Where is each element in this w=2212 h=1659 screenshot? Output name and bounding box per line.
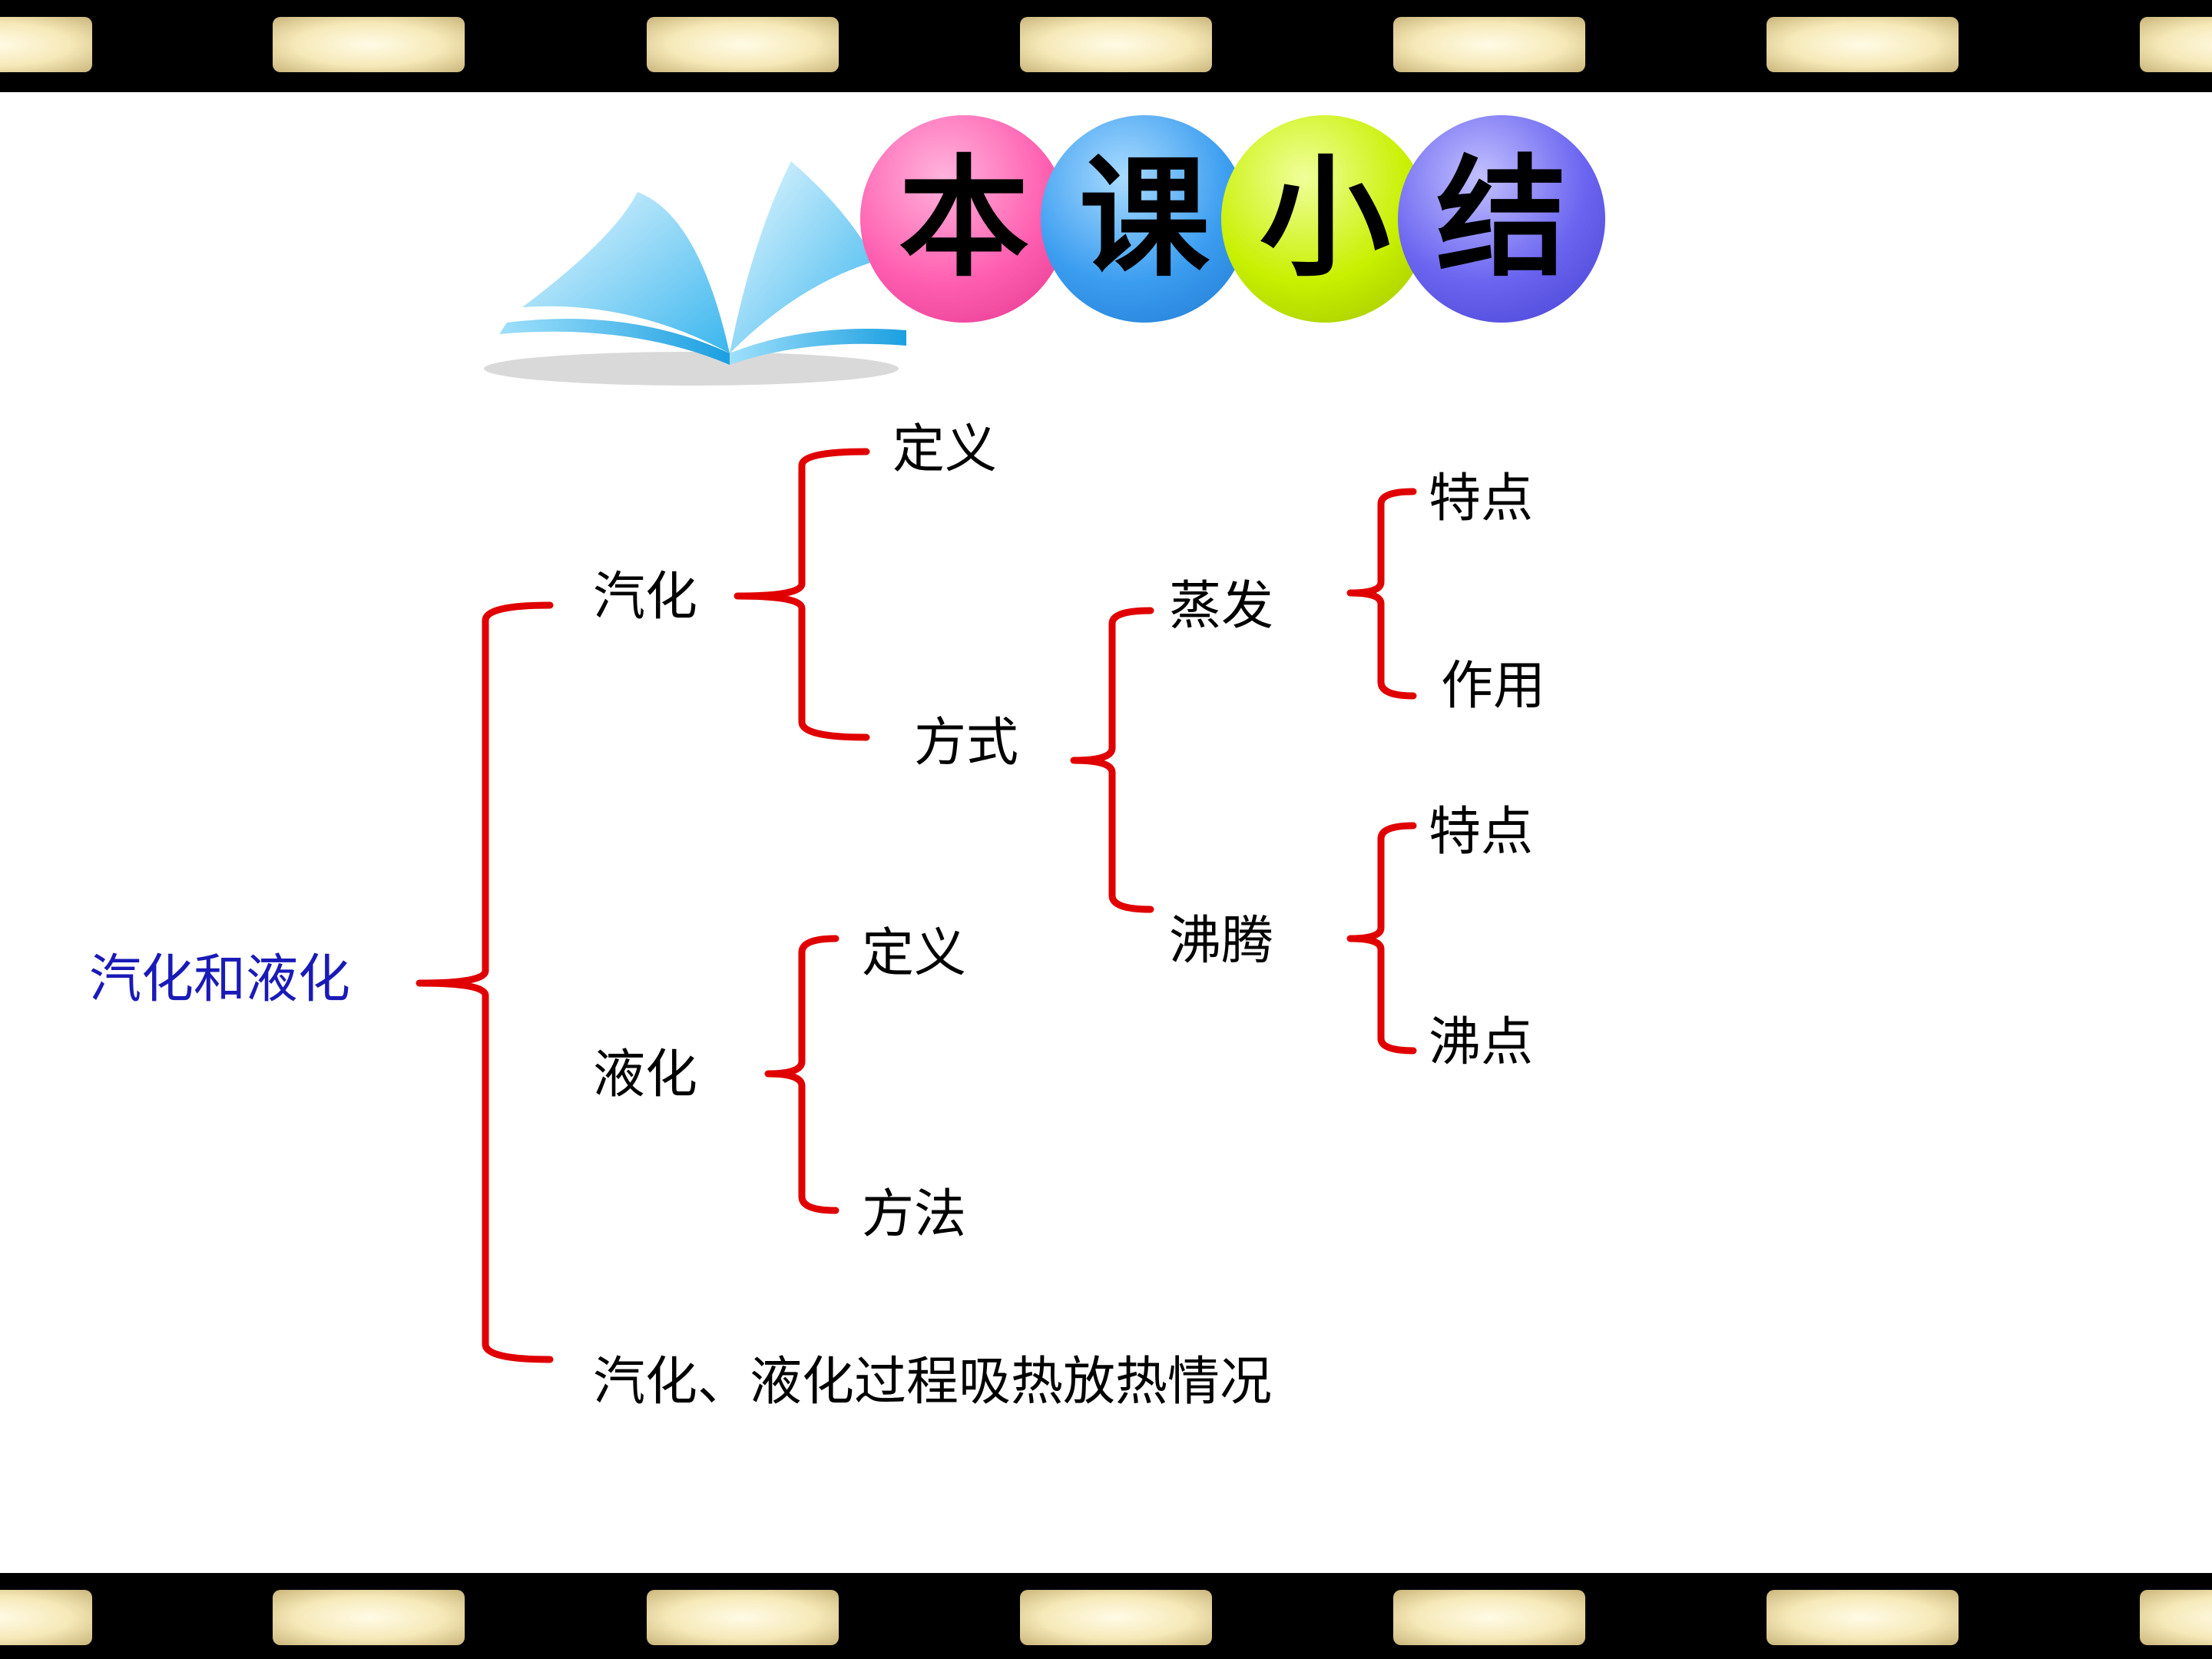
liquefaction-definition-label: 定义 — [862, 923, 967, 984]
film-hole — [1393, 1590, 1585, 1645]
evaporation-effect-label: 作用 — [1441, 656, 1546, 717]
liquefaction-methods-label: 方法 — [862, 1184, 967, 1245]
brace-root — [416, 601, 554, 1363]
vaporization-definition-label: 定义 — [892, 419, 998, 480]
title-ball-2: 课 — [1041, 115, 1248, 323]
film-hole — [1020, 17, 1212, 72]
film-hole — [0, 1590, 92, 1645]
boiling-point-label: 沸点 — [1429, 1012, 1534, 1073]
vaporization-methods-label: 方式 — [914, 713, 1019, 773]
title-banner: 本 课 小 结 — [476, 100, 1613, 386]
open-book-icon — [484, 161, 906, 386]
liquefaction-label: 液化 — [593, 1045, 698, 1105]
film-hole — [1020, 1590, 1212, 1645]
film-hole — [2140, 17, 2212, 72]
film-hole — [1393, 17, 1585, 72]
film-strip-top — [0, 0, 2212, 92]
film-strip-bottom — [0, 1573, 2212, 1659]
vaporization-label: 汽化 — [593, 567, 698, 628]
film-hole — [1767, 1590, 1959, 1645]
brace-boiling — [1346, 822, 1417, 1055]
film-hole — [647, 17, 839, 72]
boiling-label: 沸腾 — [1169, 911, 1274, 972]
boiling-feature-label: 特点 — [1429, 802, 1534, 863]
title-char: 本 — [898, 143, 1029, 295]
film-hole — [1767, 17, 1959, 72]
root-label: 汽化和液化 — [89, 949, 351, 1010]
evaporation-label: 蒸发 — [1169, 576, 1274, 637]
evaporation-feature-label: 特点 — [1429, 469, 1534, 529]
film-hole — [647, 1590, 839, 1645]
film-hole — [0, 17, 92, 72]
title-char: 课 — [1078, 143, 1210, 295]
brace-methods — [1070, 607, 1154, 913]
title-ball-3: 小 — [1221, 115, 1429, 323]
brace-vaporization — [733, 448, 870, 741]
brace-evaporation — [1346, 488, 1417, 700]
title-char: 结 — [1435, 143, 1567, 295]
film-hole — [273, 1590, 465, 1645]
title-ball-1: 本 — [860, 115, 1068, 323]
brace-liquefaction — [764, 935, 839, 1214]
title-char: 小 — [1259, 143, 1390, 295]
film-hole — [2140, 1590, 2212, 1645]
title-ball-4: 结 — [1398, 115, 1605, 323]
heat-exchange-label: 汽化、液化过程吸热放热情况 — [593, 1352, 1273, 1412]
film-hole — [273, 17, 465, 72]
